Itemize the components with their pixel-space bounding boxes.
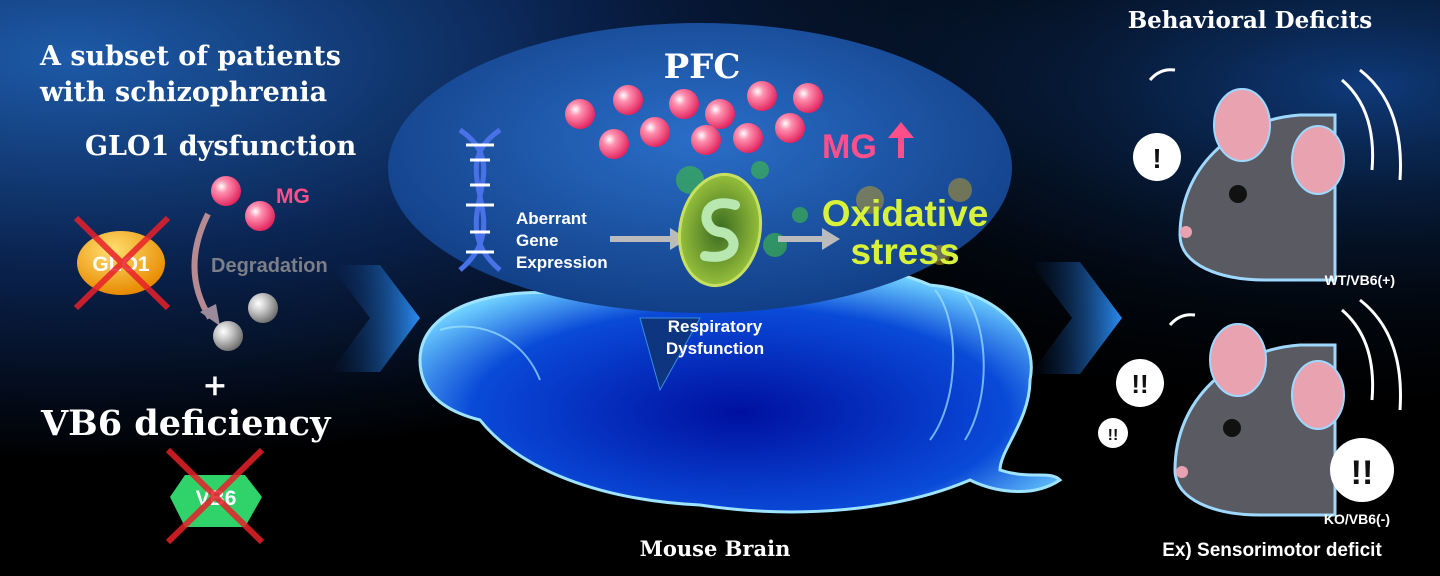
wt-mouse-illustration	[1148, 68, 1402, 282]
respiratory-label-line2: Dysfunction	[666, 339, 764, 358]
ko-mouse-illustration	[1168, 298, 1402, 517]
degraded-molecule-icon	[213, 321, 243, 351]
speech-bubble	[1116, 359, 1164, 407]
vb6-deficiency-heading: VB6 deficiency	[40, 403, 332, 444]
degradation-label: Degradation	[211, 255, 328, 277]
pfc-title: PFC	[664, 47, 741, 87]
chevron-arrow-icon	[1030, 262, 1122, 374]
cross-icon	[165, 447, 265, 545]
oxidative-stress-line2: stress	[850, 231, 959, 272]
arrow-head-icon	[200, 304, 220, 326]
mg-molecule-icon	[245, 201, 275, 231]
mouse-brain-caption: Mouse Brain	[640, 536, 791, 561]
aberrant-label-line3: Expression	[516, 253, 608, 272]
aberrant-label-line2: Gene	[516, 231, 559, 250]
exclamation-double: !!	[1131, 369, 1148, 399]
yellow-particles	[856, 178, 972, 265]
dna-icon	[458, 127, 502, 272]
speech-bubble	[1133, 133, 1181, 181]
exclamation-single: !	[1152, 143, 1161, 174]
oxidative-stress-line1: Oxidative	[822, 193, 989, 234]
exclamation-double: !!	[1351, 454, 1374, 492]
cross-icon	[73, 215, 171, 311]
speech-bubble-tail	[639, 317, 701, 392]
mitochondria-cristae	[700, 198, 740, 262]
mg-molecules-cluster	[565, 81, 823, 159]
patients-title-line1: A subset of patients	[39, 41, 341, 72]
mg-molecule-icon	[211, 176, 241, 206]
wt-label: WT/VB6(+)	[1325, 272, 1395, 288]
pfc-region	[388, 23, 1012, 313]
mg-increase-label: MG	[822, 128, 877, 166]
ko-label: KO/VB6(-)	[1324, 511, 1390, 527]
plus-sign: +	[202, 368, 227, 403]
exclamation-double: !!	[1108, 427, 1119, 444]
speech-bubble	[1330, 438, 1394, 502]
sensorimotor-caption: Ex) Sensorimotor deficit	[1162, 540, 1382, 561]
aberrant-label-line1: Aberrant	[516, 209, 587, 228]
patients-title-line2: with schizophrenia	[39, 77, 327, 108]
degraded-molecule-icon	[248, 293, 278, 323]
glo1-dysfunction-heading: GLO1 dysfunction	[85, 131, 357, 162]
arrow-right-icon	[778, 228, 840, 250]
speech-bubble	[1098, 418, 1128, 448]
mg-label: MG	[276, 185, 310, 208]
chevron-arrow-icon	[330, 265, 420, 372]
behavioral-deficits-title: Behavioral Deficits	[1128, 7, 1373, 34]
degradation-arrow-icon	[191, 212, 213, 320]
respiratory-label-line1: Respiratory	[668, 317, 763, 336]
arrow-up-icon	[888, 122, 914, 158]
